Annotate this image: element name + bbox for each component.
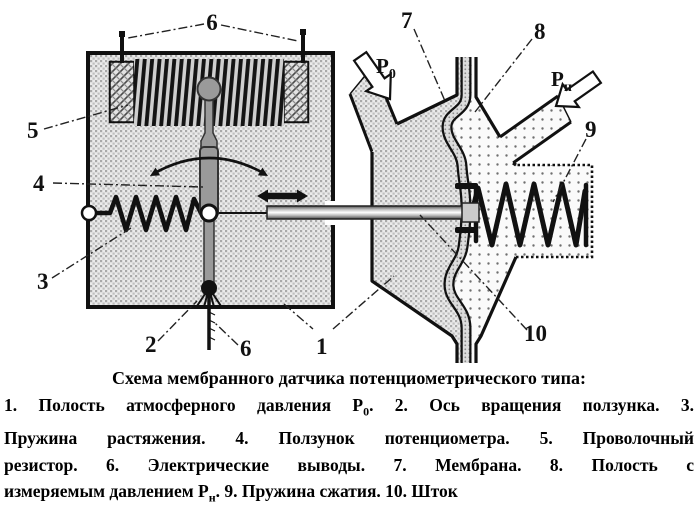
membrane-clamp-lower	[455, 227, 478, 233]
lead-serration	[208, 311, 216, 341]
pressure-arrow-pn-icon	[554, 69, 603, 109]
caption-title: Схема мембранного датчика потенциометрич…	[112, 368, 586, 388]
electrical-leads-top	[119, 29, 306, 63]
pressure-label-p0: P0	[376, 54, 396, 82]
pressure-arrow-p0-icon	[352, 50, 392, 101]
compression-spring-box	[516, 163, 594, 259]
shaft-membrane-clamp	[461, 202, 480, 223]
label-2: 2	[145, 332, 157, 357]
measured-pressure-cavity	[453, 57, 592, 363]
pivot-joint	[199, 203, 219, 223]
resistor-end-left	[109, 61, 135, 123]
label-9: 9	[585, 117, 597, 142]
label-1: 1	[316, 334, 328, 359]
label-6-top: 6	[206, 10, 218, 35]
label-10: 10	[524, 321, 547, 346]
potentiometer-slider	[196, 76, 222, 350]
slider-rod-lower	[203, 219, 215, 285]
figure-caption: Схема мембранного датчика потенциометрич…	[0, 366, 700, 511]
label-4: 4	[33, 171, 45, 196]
spring-wall-anchor	[80, 204, 98, 222]
caption-line-4: измеряемым давлением Pн. 9. Пружина сжат…	[4, 481, 458, 505]
label-5: 5	[27, 118, 39, 143]
housing-outline	[370, 57, 518, 363]
label-3: 3	[37, 269, 49, 294]
inlet-pipe-pn-walls	[499, 94, 572, 165]
slider-knob	[196, 76, 222, 102]
shaft	[266, 205, 471, 220]
rotation-arrow-icon	[150, 156, 268, 176]
tension-spring	[80, 194, 204, 233]
label-6-bottom: 6	[240, 336, 252, 361]
resistor-end-right	[283, 61, 309, 123]
inlet-pipe-p0	[350, 66, 397, 152]
inlet-pipe-pn	[500, 96, 571, 163]
label-7: 7	[401, 8, 413, 33]
caption-line-3: резистор. 6. Электрические выводы. 7. Ме…	[4, 454, 694, 475]
label-8: 8	[534, 19, 546, 44]
pressure-label-pn: Pн	[551, 67, 572, 95]
caption-line-2: Пружина растяжения. 4. Ползунок потенцио…	[4, 428, 694, 448]
pivot-hinge-lines	[196, 287, 222, 308]
membrane-clamp-upper	[455, 183, 478, 189]
caption-line-1: 1. Полость атмосферного давления P0. 2. …	[4, 395, 694, 419]
double-arrow-icon	[257, 189, 308, 203]
leader-lines	[43, 23, 587, 346]
sensor-schematic: 6 5 4 3 2 6 1 7 8 9 10 P0 Pн	[27, 8, 603, 363]
